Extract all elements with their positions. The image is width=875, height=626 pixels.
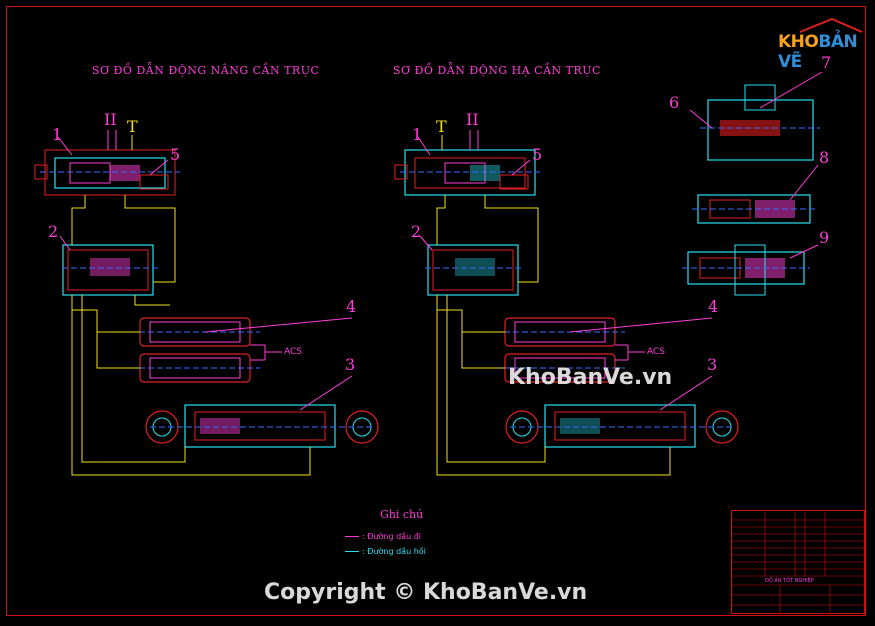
left-label-1: 1 xyxy=(52,125,63,144)
logo-part2: BẢN VẼ xyxy=(778,32,858,72)
legend-title: Ghi chú xyxy=(380,508,424,521)
right-acs-label: ACS xyxy=(647,347,665,357)
watermark-bottom: Copyright © KhoBanVe.vn xyxy=(264,580,588,605)
right-label-3: 3 xyxy=(707,355,718,374)
right-cylinders-4 xyxy=(495,317,713,383)
detail-label-8: 8 xyxy=(819,148,830,167)
left-main-cylinder-3 xyxy=(145,375,379,448)
detail-label-9: 9 xyxy=(819,228,830,247)
left-label-ii: II xyxy=(104,110,117,129)
left-label-5: 5 xyxy=(170,145,181,164)
legend-item-return: : Đường dầu hồi xyxy=(345,547,426,556)
left-cylinders-4 xyxy=(130,317,353,383)
logo-text: KHOBẢN VẼ xyxy=(778,32,864,72)
left-acs-label: ACS xyxy=(284,347,302,357)
logo-roof-icon xyxy=(799,18,863,33)
detail-label-7: 7 xyxy=(821,53,832,72)
left-flow-arrows xyxy=(57,130,169,251)
detail-parts xyxy=(682,71,823,296)
right-label-4: 4 xyxy=(708,297,719,316)
right-label-1: 1 xyxy=(412,125,423,144)
left-schematic xyxy=(34,130,379,476)
title-block xyxy=(731,510,865,614)
detail-part-9 xyxy=(682,244,819,296)
right-label-2: 2 xyxy=(411,222,422,241)
left-label-t: T xyxy=(127,117,138,136)
right-label-ii: II xyxy=(466,110,479,129)
legend-supply-line xyxy=(345,536,359,537)
left-label-2: 2 xyxy=(48,222,59,241)
right-diagram-title: SƠ ĐỒ DẪN ĐỘNG HẠ CẦN TRỤC xyxy=(393,64,601,77)
right-label-5: 5 xyxy=(532,145,543,164)
right-label-t: T xyxy=(436,117,447,136)
left-distributor-valve xyxy=(34,149,180,196)
detail-label-6: 6 xyxy=(669,93,680,112)
left-label-3: 3 xyxy=(345,355,356,374)
logo-part1: KHO xyxy=(778,32,819,52)
right-control-valve xyxy=(425,244,523,296)
detail-part-7 xyxy=(689,71,823,161)
legend-item-supply: : Đường dầu đi xyxy=(345,532,421,541)
right-schematic xyxy=(394,130,739,476)
left-control-valve xyxy=(62,244,158,296)
left-diagram-title: SƠ ĐỒ DẪN ĐỘNG NÂNG CẦN TRỤC xyxy=(92,64,320,77)
title-block-heading: ĐỒ ÁN TỐT NGHIỆP xyxy=(765,578,814,584)
khobanve-logo: KHOBẢN VẼ xyxy=(778,18,864,72)
detail-part-8 xyxy=(692,164,819,224)
legend-supply-text: : Đường dầu đi xyxy=(362,532,421,541)
right-hydraulic-lines xyxy=(436,195,671,476)
right-distributor-valve xyxy=(394,149,540,196)
left-label-4: 4 xyxy=(346,297,357,316)
legend-return-line xyxy=(345,551,359,552)
title-block-grid xyxy=(731,512,865,614)
watermark-center: KhoBanVe.vn xyxy=(508,365,673,390)
legend-return-text: : Đường dầu hồi xyxy=(362,547,426,556)
left-hydraulic-lines xyxy=(71,195,311,476)
right-flow-arrows xyxy=(417,130,531,251)
right-main-cylinder-3 xyxy=(505,375,739,448)
drawing-frame xyxy=(6,6,866,616)
